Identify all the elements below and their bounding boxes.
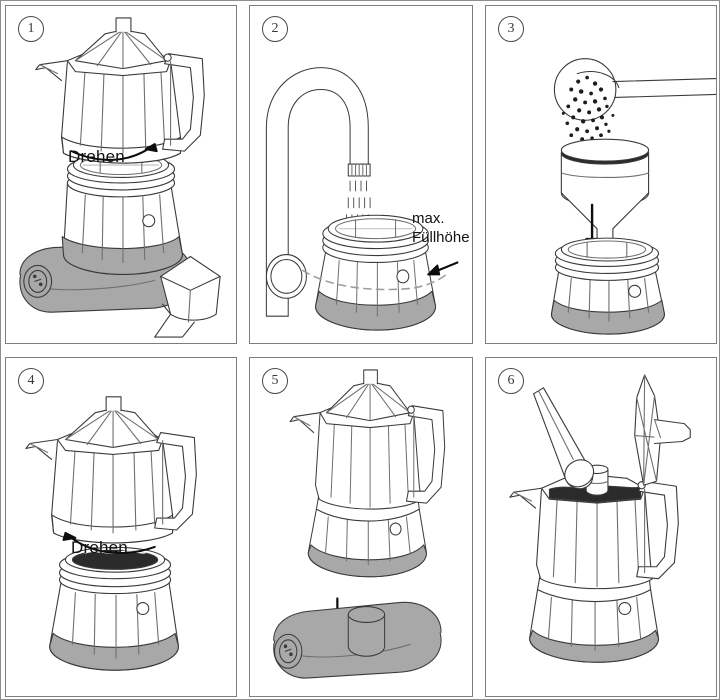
boiler-lower-chamber: [315, 214, 437, 331]
step-number-3: 3: [498, 16, 524, 42]
panel-4-screw-top: 4 Drehen: [5, 357, 237, 697]
open-lid: [634, 374, 691, 486]
step-number-4: 4: [18, 368, 44, 394]
step-number-2: 2: [262, 16, 288, 42]
electric-base: [273, 601, 442, 679]
panel-4-illustration: [25, 396, 197, 671]
drehen-label-4: Drehen: [71, 538, 128, 557]
coffee-grounds: [561, 75, 615, 161]
safety-valve: [628, 284, 642, 298]
step-number-5: 5: [262, 368, 288, 394]
assembled-pot: [289, 369, 446, 578]
panel-1-unscrew-top: 1 Drehen: [5, 5, 237, 344]
panel-5-place-on-base: 5: [249, 357, 473, 697]
spoon: [533, 387, 595, 490]
panel-3-add-coffee: 3: [485, 5, 717, 344]
safety-valve: [618, 602, 632, 616]
panel-5-illustration: [273, 369, 446, 679]
step-number-6: 6: [498, 368, 524, 394]
panel-3-illustration: [550, 58, 716, 335]
panel-2-fill-water: 2 max. Füllhöhe: [249, 5, 473, 344]
safety-valve: [136, 602, 150, 616]
panel-6-illustration: [509, 374, 691, 663]
safety-valve: [389, 522, 402, 536]
max-fill-label: max. Füllhöhe: [412, 210, 470, 246]
safety-valve: [142, 214, 156, 228]
panel-grid: 1 Drehen: [5, 5, 717, 697]
upper-pot: [25, 396, 197, 544]
panel-2-illustration: [265, 67, 459, 331]
boiler-lower-chamber: [550, 237, 665, 335]
filter-funnel: [560, 138, 650, 252]
upper-pot: [35, 17, 205, 164]
lower-chamber: [529, 572, 660, 663]
safety-valve: [396, 269, 410, 284]
drehen-label-1: Drehen: [68, 147, 125, 166]
step-number-1: 1: [18, 16, 44, 42]
panel-1-illustration: [19, 17, 221, 338]
upper-chamber: [509, 464, 679, 590]
coffee-grounds-surface: [71, 549, 159, 570]
rotate-arrow-right: [70, 143, 158, 161]
boiler-filled-with-coffee: [49, 546, 180, 671]
fill-level-arrow: [427, 261, 459, 276]
max-fill-dashed-line: [302, 269, 450, 291]
lid-cup: [154, 255, 221, 338]
faucet: [265, 67, 371, 317]
panel-6-open-lid-stir: 6: [485, 357, 717, 697]
rotate-arrow-left: [62, 531, 156, 554]
coffee-scoop: [553, 58, 716, 121]
base-contact-post: [347, 613, 386, 657]
boiler-lower-chamber: [61, 152, 184, 275]
